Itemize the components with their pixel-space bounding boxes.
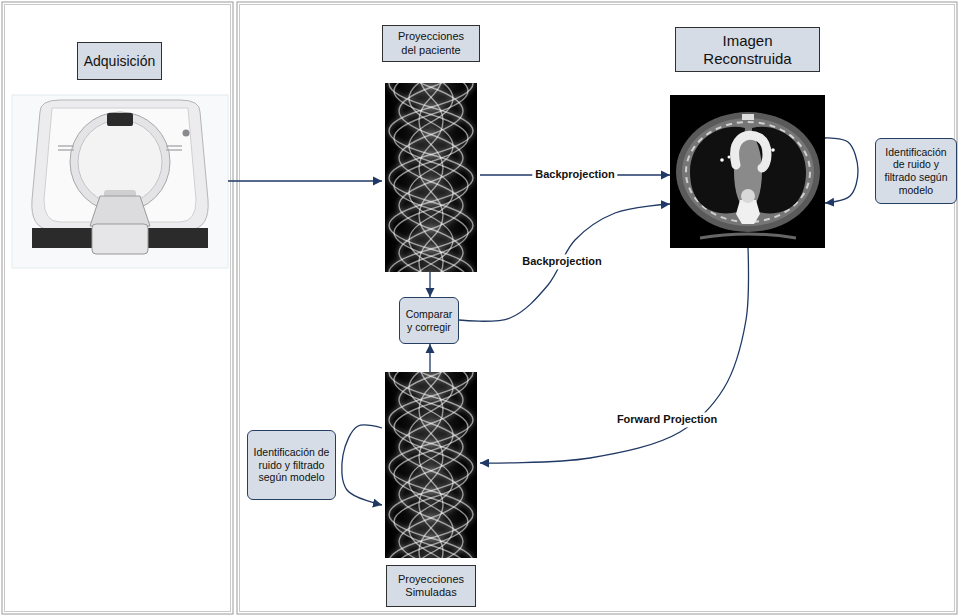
image-panel: Proyecciones del paciente — [382, 25, 480, 272]
edge-label: Forward Projection — [614, 412, 720, 427]
node-text: Identificación de ruido y filtrado según… — [879, 146, 953, 196]
ct-slice-image — [670, 95, 825, 248]
image-panel: Imagen Reconstruida — [670, 27, 825, 248]
edge-label: Backprojection — [519, 254, 604, 269]
patient-sinogram — [385, 83, 477, 272]
simulated-sinogram — [385, 372, 477, 558]
title-box: Proyecciones del paciente — [382, 25, 480, 62]
image-panel: Adquisición — [12, 42, 228, 270]
title-box: Imagen Reconstruida — [675, 27, 820, 72]
arrow-connector — [429, 272, 430, 297]
ct-scanner-illustration — [12, 95, 228, 268]
image-panel: Proyecciones Simuladas — [382, 372, 480, 607]
node-text: Imagen Reconstruida — [696, 32, 800, 68]
arrow-connector — [825, 138, 858, 203]
node-text: Proyecciones del paciente — [393, 30, 469, 56]
node-text: Comparar y corregir — [403, 308, 455, 333]
node-text: Adquisición — [84, 53, 156, 70]
edge-label: Backprojection — [532, 167, 617, 182]
arrow-connector — [459, 204, 670, 321]
node-text: Identificación de ruido y filtrado según… — [251, 446, 332, 484]
node-text: Proyecciones Simuladas — [391, 573, 471, 599]
process-box: Identificación de ruido y filtrado según… — [247, 430, 336, 500]
process-box: Comparar y corregir — [399, 297, 459, 344]
arrow-connector — [228, 180, 382, 181]
arrow-connector — [429, 344, 430, 372]
title-box: Proyecciones Simuladas — [386, 565, 476, 607]
title-box: Adquisición — [77, 42, 162, 80]
process-box: Identificación de ruido y filtrado según… — [875, 138, 957, 204]
arrow-connector — [480, 248, 749, 463]
arrow-connector — [342, 425, 382, 505]
